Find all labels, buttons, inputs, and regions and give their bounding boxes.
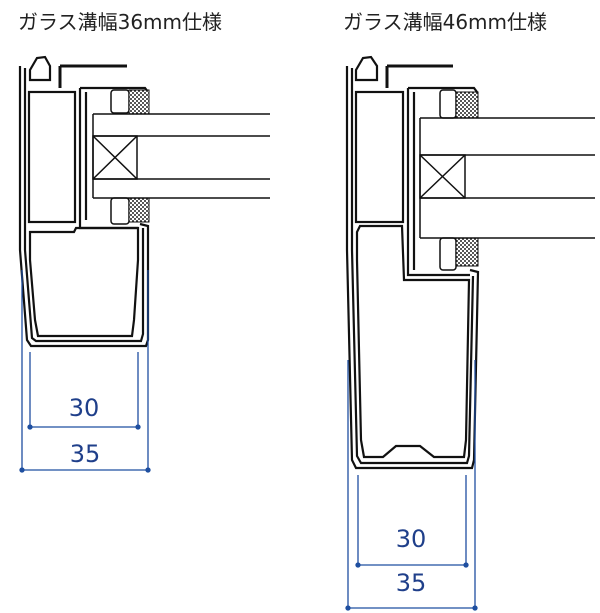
lower-chamber bbox=[28, 226, 140, 338]
diagram-title-46mm: ガラス溝幅46mm仕様 bbox=[343, 10, 548, 34]
sealant-top bbox=[455, 91, 479, 119]
dim-label-35-left: 35 bbox=[70, 440, 101, 468]
frame-outer-profile bbox=[18, 66, 150, 348]
glass-unit bbox=[92, 113, 270, 199]
sealant-bottom bbox=[455, 237, 479, 267]
gasket-top bbox=[439, 89, 457, 119]
top-lip bbox=[385, 64, 453, 88]
lower-chamber bbox=[355, 224, 471, 459]
gasket-top bbox=[110, 89, 130, 114]
frame-inner-profile bbox=[23, 68, 145, 343]
top-lip bbox=[58, 64, 127, 88]
frame-outer-profile bbox=[345, 66, 480, 470]
sealant-top bbox=[128, 89, 150, 115]
dim-label-35-right: 35 bbox=[396, 569, 427, 597]
section-46mm bbox=[345, 55, 595, 470]
glass-unit bbox=[419, 117, 595, 239]
frame-inner-profile bbox=[350, 68, 475, 465]
sealant-bottom bbox=[128, 197, 150, 223]
dimensions-36mm bbox=[19, 270, 151, 473]
upper-chamber bbox=[354, 90, 405, 224]
dim-label-30-right: 30 bbox=[396, 525, 427, 553]
gasket-bottom bbox=[439, 237, 457, 271]
spacer bbox=[92, 135, 138, 180]
weather-seal bbox=[28, 55, 52, 82]
gasket-bottom bbox=[110, 197, 130, 225]
dimensions-46mm bbox=[345, 360, 478, 611]
section-36mm bbox=[18, 55, 270, 348]
upper-chamber bbox=[27, 90, 77, 224]
glazing-bead bbox=[406, 86, 478, 277]
dim-label-30-left: 30 bbox=[69, 394, 100, 422]
weather-seal bbox=[354, 55, 379, 82]
diagram-title-36mm: ガラス溝幅36mm仕様 bbox=[18, 10, 223, 34]
spacer bbox=[419, 154, 466, 199]
